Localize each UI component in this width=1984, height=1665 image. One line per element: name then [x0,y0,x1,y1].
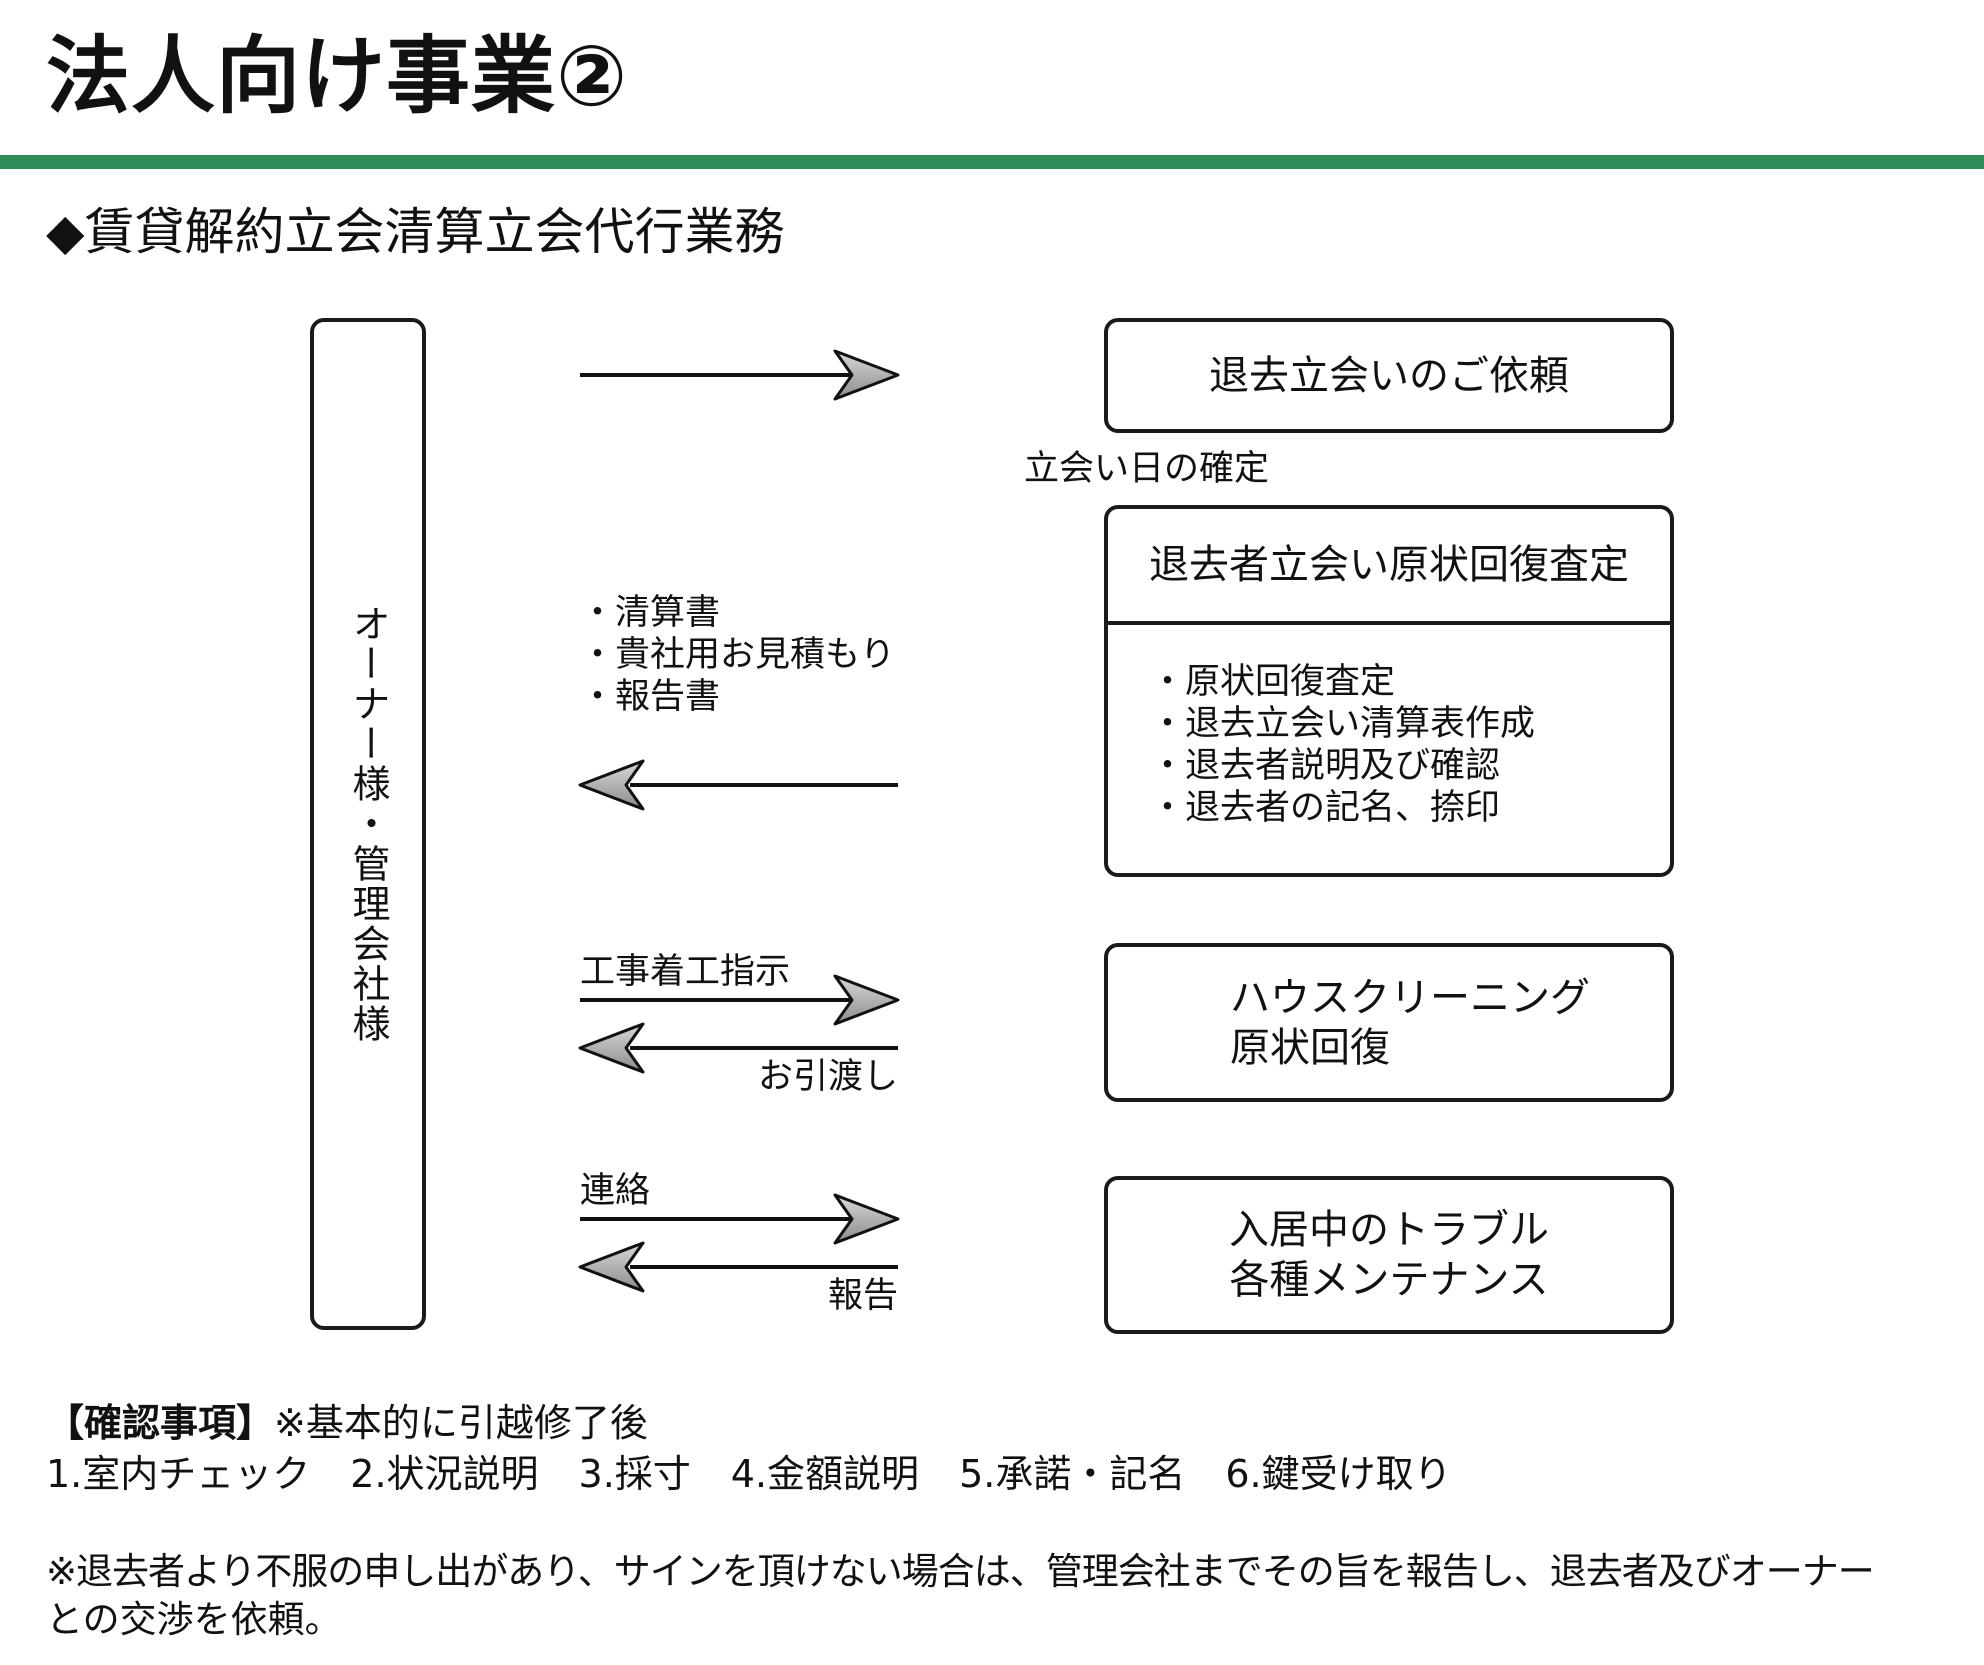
confirm-item: 1.室内チェック [46,1452,311,1496]
confirm-items-line: 1.室内チェック 2.状況説明 3.採寸 4.金額説明 5.承諾・記名 6.鍵受け取り [46,1449,1452,1499]
disclaimer-line: ※退去者より不服の申し出があり、サインを頂けない場合は、管理会社までその旨を報告… [46,1550,1875,1593]
maintenance-box-line: 入居中のトラブル [1229,1207,1549,1253]
maintenance-box: 入居中のトラブル 各種メンテナンス [1104,1176,1674,1334]
confirm-heading-line: 【確認事項】※基本的に引越修了後 [46,1398,648,1448]
contact-label: 連絡 [580,1171,651,1211]
cleaning-box-line: 原状回復 [1230,1024,1390,1071]
arrow-right-request [580,349,900,401]
request-box: 退去立会いのご依頼 [1104,318,1674,433]
report-label: 報告 [827,1276,898,1316]
inspection-item: ・退去者の記名、捺印 [1150,788,1501,828]
date-confirm-label: 立会い日の確定 [1024,449,1270,489]
request-box-label: 退去立会いのご依頼 [1209,352,1569,399]
inspection-box-header: 退去者立会い原状回復査定 [1108,509,1670,625]
inspection-box-title: 退去者立会い原状回復査定 [1149,542,1629,588]
inspection-item: ・退去立会い清算表作成 [1150,704,1536,744]
confirm-item: 2.状況説明 [350,1452,539,1496]
arrow-left-handover [578,1022,898,1074]
inspection-item: ・退去者説明及び確認 [1150,746,1501,786]
handover-label: お引渡し [757,1057,898,1097]
section-heading: ◆賃貸解約立会清算立会代行業務 [46,203,785,261]
inspection-item: ・原状回復査定 [1150,662,1396,702]
disclaimer-line: との交渉を依頼。 [46,1598,342,1641]
report-doc-item: ・清算書 [580,593,721,633]
cleaning-box: ハウスクリーニング 原状回復 [1104,943,1674,1102]
report-doc-item: ・貴社用お見積もり [580,635,896,675]
arrow-left-report2 [578,1241,898,1293]
confirm-item: 3.採寸 [578,1452,691,1496]
confirm-heading: 【確認事項】 [46,1401,275,1445]
maintenance-box-line: 各種メンテナンス [1229,1257,1549,1303]
report-doc-item: ・報告書 [580,677,721,717]
report-docs-list: ・清算書 ・貴社用お見積もり ・報告書 [580,592,895,718]
title-underline [0,155,1984,169]
arrow-left-report [578,759,898,811]
cleaning-box-line: ハウスクリーニング [1230,974,1590,1021]
confirm-item: 6.鍵受け取り [1225,1452,1452,1496]
construction-instruction-label: 工事着工指示 [580,952,791,992]
arrow-right-contact [580,1193,900,1245]
owner-box-label: オーナー様・管理会社様 [346,604,390,1044]
owner-box: オーナー様・管理会社様 [310,318,426,1330]
arrow-right-construction [580,974,900,1026]
inspection-box-list: ・原状回復査定 ・退去立会い清算表作成 ・退去者説明及び確認 ・退去者の記名、捺… [1108,625,1670,829]
confirm-suffix: ※基本的に引越修了後 [274,1401,648,1445]
confirm-item: 4.金額説明 [730,1452,920,1496]
inspection-box: 退去者立会い原状回復査定 ・原状回復査定 ・退去立会い清算表作成 ・退去者説明及… [1104,505,1674,877]
page-title: 法人向け事業② [46,27,629,125]
confirm-item: 5.承諾・記名 [959,1452,1186,1496]
